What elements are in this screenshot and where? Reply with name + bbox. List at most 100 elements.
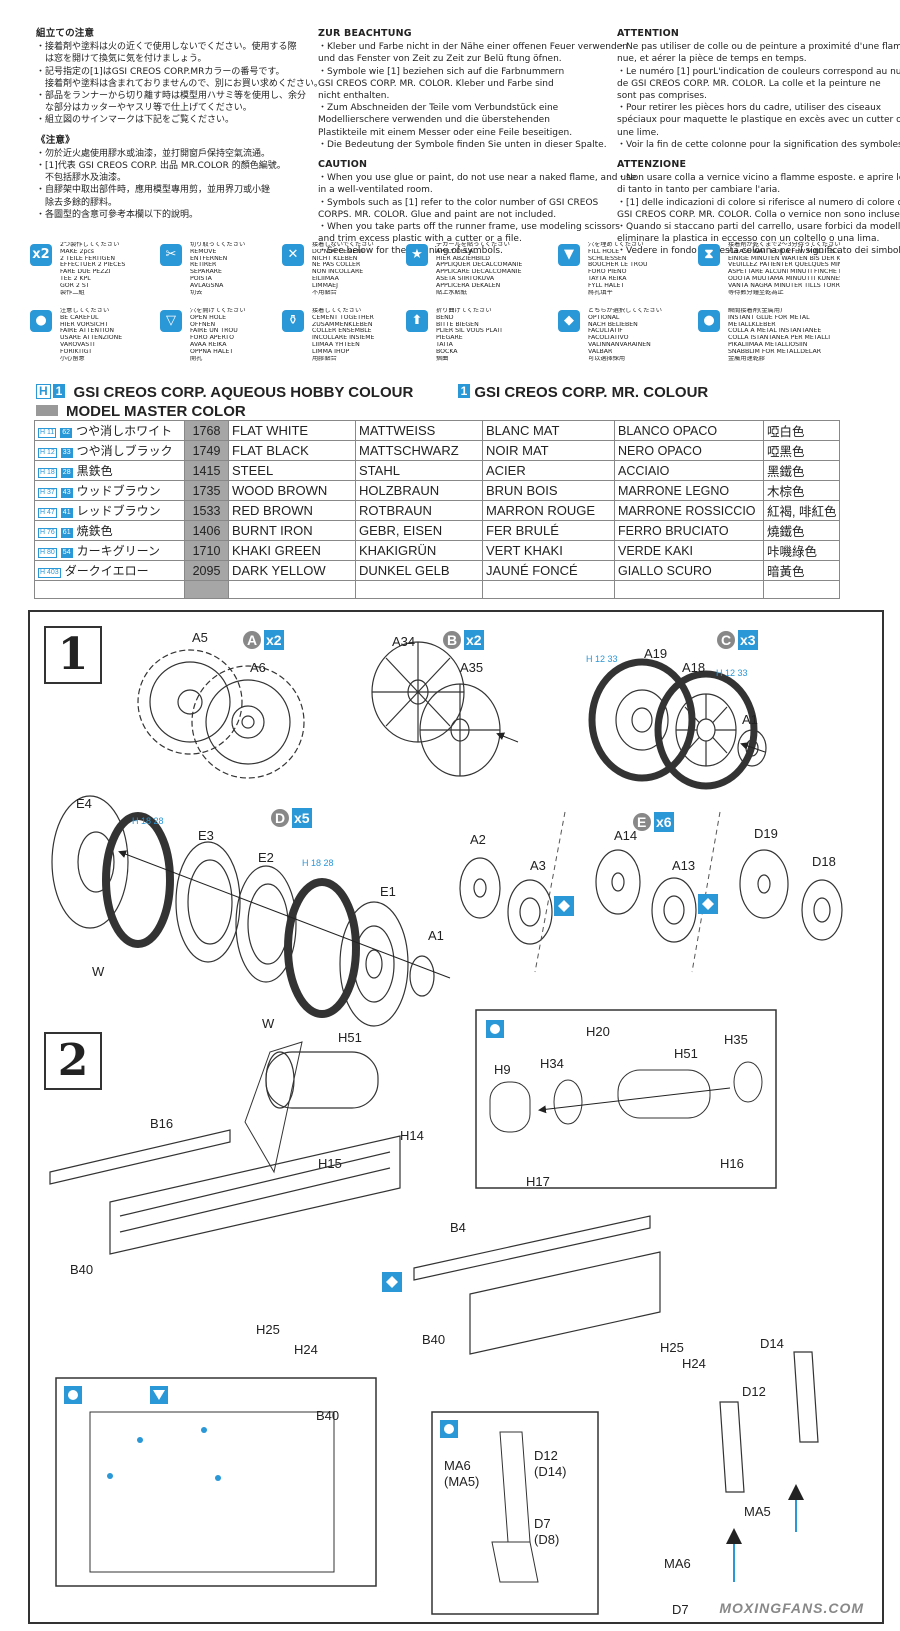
symbol-icon: ✂	[160, 244, 182, 266]
caution-it-line: ・Quando si staccano parti del carrello, …	[617, 222, 900, 233]
symbol-text: APPLIQUER DECALCOMANIE	[436, 262, 523, 269]
hobby-color-badge: H	[36, 384, 51, 399]
caution-de-line: nicht enthalten.	[318, 91, 390, 102]
symbol-text: 開孔	[190, 355, 203, 362]
idler-a35	[419, 683, 501, 777]
road-wheel-a19	[588, 658, 696, 782]
symbol-text: ASETA SIIRTOKUVA	[436, 275, 495, 282]
caution-fr-line: ・Ne pas utiliser de colle ou de peinture…	[617, 42, 900, 53]
symbol-text: PIEGARE	[436, 335, 463, 342]
color-name-fr: MARRON ROUGE	[482, 500, 615, 521]
caution-ja-line: ・記号指定の[1]はGSI CREOS CORP.MRカラーの番号です。	[36, 66, 285, 77]
svg-text:x5: x5	[294, 810, 310, 826]
part-label-b4: B4	[450, 1220, 466, 1235]
hull-side-b40-right	[413, 1215, 661, 1355]
part-label-w1: W	[92, 964, 105, 979]
symbol-text: APPLICERA DEKALEN	[436, 282, 501, 289]
part-label-e3: E3	[198, 828, 214, 843]
rubber-tyre-w2	[284, 878, 360, 1018]
part-label-h9: H9	[494, 1062, 511, 1077]
symbol-text: SNABBLIM FÖR METALLDELAR	[728, 348, 822, 355]
color-name-en: KHAKI GREEN	[228, 540, 356, 561]
part-label-b40-right: B40	[422, 1332, 445, 1347]
part-label-d7-inset: D7	[534, 1516, 551, 1531]
mr-color-code: 62	[60, 428, 73, 438]
part-label-a18: A18	[682, 660, 705, 675]
symbol-text: ASPETTARE ALCUNI MINUTI FINCHE LA COLLA …	[728, 269, 840, 276]
color-name-zh: 啞白色	[762, 420, 841, 441]
color-name-ja: ウッドブラウン	[76, 484, 161, 498]
part-label-h14: H14	[400, 1128, 424, 1143]
color-name-it: FERRO BRUCIATO	[614, 520, 764, 541]
mr-color-badge: 1	[52, 384, 66, 398]
color-name-mm: 1710	[184, 540, 229, 561]
symbol-text: 接着しないでください	[312, 242, 374, 248]
symbol-text: 穴を埋めてください	[588, 242, 644, 248]
symbol-icon: ⬆	[406, 310, 428, 332]
part-label-d19: D19	[754, 826, 778, 841]
color-name-fr	[482, 580, 615, 599]
shock-absorber-d12-d14	[719, 1351, 819, 1493]
symbol-text: ENTFERNEN	[190, 255, 228, 262]
color-name-fr: ACIER	[482, 460, 615, 481]
model-master-swatch	[36, 405, 58, 416]
symbol-icon: ●	[698, 310, 720, 332]
model-master-title: MODEL MASTER COLOR	[66, 403, 246, 420]
symbol-text: OPEN HOLE	[190, 314, 226, 321]
symbol-text: ÖPPNA HÅLET	[190, 348, 234, 355]
color-name-zh: 燒鐵色	[762, 520, 841, 541]
symbol-text: 穴を開けてください	[190, 308, 246, 314]
symbol-text: 金屬用速乾膠	[728, 355, 766, 362]
symbol-text: VÄNTA NAGRA MINUTER TILLS TORR	[728, 282, 840, 289]
symbol-icon: ◆	[558, 310, 580, 332]
symbol-text: REMOVE	[190, 248, 217, 255]
rubber-tyre-w1	[102, 812, 174, 948]
symbol-text: APPLY DECAL	[436, 248, 477, 255]
optional-icon	[698, 894, 718, 914]
symbol-text: BEND	[436, 314, 454, 321]
symbol-text: 瞬間接着剤(金属用)	[728, 308, 783, 314]
color-name-en: WOOD BROWN	[228, 480, 356, 501]
symbol-text: BÖCKA	[436, 348, 458, 355]
symbol-text: EFFECTUER 2 PIECES	[60, 262, 126, 269]
caution-it-line: ・Non usare colla a vernice vicino a flam…	[617, 173, 900, 184]
symbol-text: NACH BELIEBEN	[588, 321, 638, 328]
svg-text:x2: x2	[266, 632, 282, 648]
aqueous-color-title: GSI CREOS CORP. AQUEOUS HOBBY COLOUR	[73, 384, 414, 401]
symbol-text: BOUCHER LE TROU	[588, 262, 648, 269]
substep-c-badge: C x3	[717, 630, 758, 650]
symbol-text: INSTANT GLUE FOR METAL	[728, 314, 810, 321]
caution-it-line: GSI CREOS CORP. MR. COLOR. Colla o verni…	[617, 209, 900, 220]
caution-zh-line: ・自膠架中取出部件時，應用模型專用剪，並用界刀或小銼	[36, 185, 271, 196]
symbol-text: 摺曲	[436, 355, 449, 362]
caution-en-line: ・When you use glue or paint, do not use …	[318, 173, 637, 184]
hobby-color-code: H 37	[38, 488, 57, 498]
color-name-it: MARRONE ROSSICCIO	[614, 500, 764, 521]
color-name-mm: 1406	[184, 520, 229, 541]
part-label-h34: H34	[540, 1056, 564, 1071]
color-name-ja: カーキグリーン	[76, 544, 160, 558]
color-name-it: VERDE KAKI	[614, 540, 764, 561]
color-name-zh: 暗黃色	[762, 560, 841, 581]
symbol-text: AVLÄGSNA	[190, 282, 224, 289]
sprocket-a6	[191, 665, 305, 779]
symbol-text: 接着剤が乾くまで2〜3分待ってください	[728, 242, 840, 248]
substep-d-badge: D x5	[271, 808, 312, 828]
part-label-h25: H25	[256, 1322, 280, 1337]
symbol-icon: ★	[406, 244, 428, 266]
symbol-text: LIMMAEJ	[312, 282, 338, 289]
symbol-text: 用膠黏合	[312, 355, 337, 362]
symbol-text: GÖR 2 ST	[60, 282, 90, 289]
svg-text:D: D	[275, 810, 285, 826]
caution-de-line: GSI CREOS CORP. MR. COLOR. Kleber und Fa…	[318, 78, 554, 89]
color-name-en: DARK YELLOW	[228, 560, 356, 581]
part-label-ma5-inset: (MA5)	[444, 1474, 479, 1489]
option-wheel-a2-a3	[459, 857, 553, 945]
